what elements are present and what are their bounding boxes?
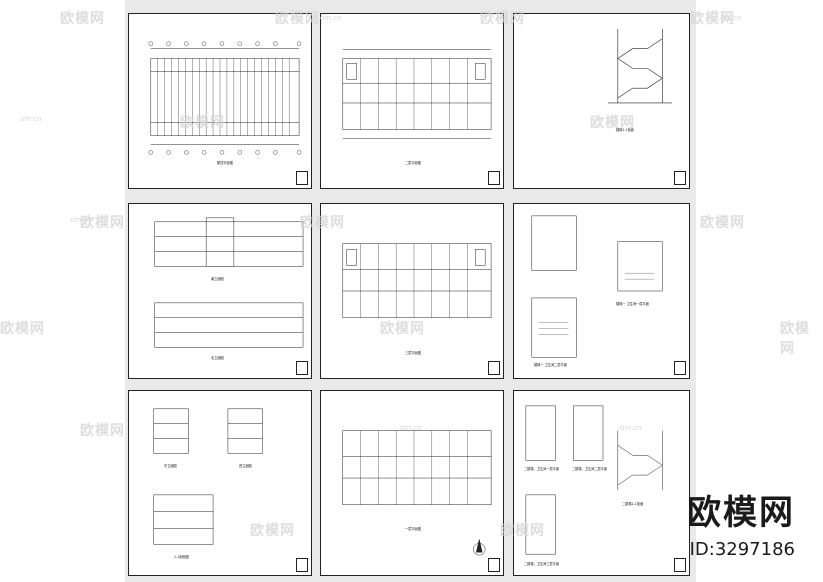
watermark-brand: 欧模网 [590, 115, 635, 131]
sheet-label: 二层平面图 [405, 161, 421, 165]
sheet-elevations-east-west: 东立面图 西立面图 1-1剖面图 [128, 390, 312, 576]
title-block [674, 361, 686, 375]
title-block [296, 171, 308, 185]
sheet-stair-section: 楼梯1-1剖面 [513, 13, 690, 189]
floor-plan-drawing [342, 430, 492, 556]
watermark-brand: 欧模网 [700, 215, 745, 231]
stair-plan-drawing [531, 215, 663, 358]
watermark-brand: 欧模网 [180, 115, 225, 131]
watermark-brand: 欧模网 [480, 11, 525, 27]
watermark-brand: 欧模网 [275, 11, 320, 27]
watermark-site: om.cn [320, 14, 342, 22]
sheet-label: 二楼梯、卫生间三层平面 [524, 562, 560, 566]
sheet-label: 南立面图 [211, 277, 224, 281]
title-block [488, 558, 500, 572]
sheet-label: 东立面图 [164, 464, 177, 468]
sheet-first-floor-plan: 一层平面图 [320, 390, 504, 576]
floor-plan-drawing [342, 49, 492, 139]
sheet-label: 西立面图 [239, 464, 252, 468]
elevation-drawing [153, 408, 263, 545]
sheet-second-floor-plan: 二层平面图 [320, 13, 504, 189]
sheet-label: 北立面图 [211, 356, 224, 360]
roof-plan-drawing [148, 41, 302, 155]
elevation-drawing [154, 217, 304, 348]
watermark-brand: 欧模网 [0, 321, 45, 337]
sheet-stair-toilet-plans: 楼梯一 卫生间一层平面 楼梯一 卫生间二层平面 [513, 203, 690, 379]
sheet-label: 二楼梯1-1剖面 [622, 502, 644, 506]
sheet-label: 二楼梯、卫生间二层平面 [572, 467, 608, 471]
sheet-roof-plan: 屋顶平面图 [128, 13, 312, 189]
sheet-label: 1-1剖面图 [174, 555, 189, 559]
title-block [488, 171, 500, 185]
watermark-brand: 欧模网 [380, 321, 425, 337]
title-block [296, 361, 308, 375]
stair-plan-drawing [525, 405, 663, 555]
sheet-second-stair-plans: 二楼梯、卫生间一层平面 二楼梯、卫生间二层平面 二楼梯、卫生间三层平面 二楼梯1… [513, 390, 690, 576]
asset-id: ID:3297186 [689, 539, 795, 560]
sheet-label: 一层平面图 [405, 527, 421, 531]
watermark-site: om.cn [20, 115, 42, 123]
sheet-label: 三层平面图 [405, 351, 421, 355]
stair-section-drawing [607, 28, 673, 104]
sheet-label: 屋顶平面图 [217, 161, 233, 165]
watermark-brand: 欧模网 [80, 215, 125, 231]
watermark-brand: 欧模网 [300, 215, 345, 231]
watermark-site: om.cn [720, 14, 742, 22]
sheet-label: 楼梯一 卫生间一层平面 [616, 302, 649, 306]
title-block [674, 171, 686, 185]
sheet-label: 楼梯1-1剖面 [616, 128, 634, 132]
title-block [488, 361, 500, 375]
title-block [674, 558, 686, 572]
watermark-site: om.cn [400, 424, 422, 432]
title-block [296, 558, 308, 572]
floor-plan-drawing [342, 243, 492, 318]
watermark-brand: 欧模网 [780, 321, 810, 357]
watermark-brand: 欧模网 [60, 11, 105, 27]
sheet-third-floor-plan: 三层平面图 [320, 203, 504, 379]
sheet-label: 楼梯一 卫生间二层平面 [534, 363, 567, 367]
brand-logo: 欧模网 [687, 493, 795, 533]
sheet-elevations-south-north: 南立面图 北立面图 [128, 203, 312, 379]
watermark-brand: 欧模网 [690, 11, 735, 27]
watermark-brand: 欧模网 [80, 423, 125, 439]
watermark-brand: 欧模网 [250, 523, 295, 539]
sheet-label: 二楼梯、卫生间一层平面 [524, 467, 560, 471]
watermark-brand: 欧模网 [500, 523, 545, 539]
watermark-site: om.cn [620, 424, 642, 432]
watermark-site: om.cn [70, 216, 92, 224]
